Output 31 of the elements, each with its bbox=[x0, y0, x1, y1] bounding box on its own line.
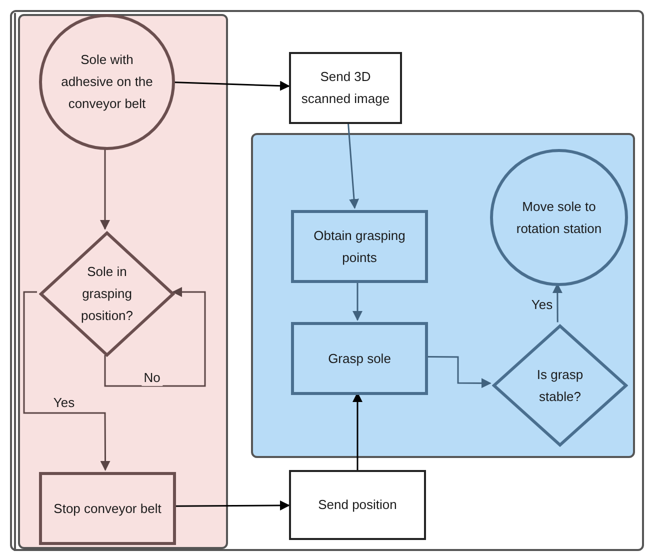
terminal-circle bbox=[39, 14, 175, 150]
node-label: Sole with adhesive on the conveyor belt bbox=[60, 51, 154, 113]
node-label: Sole in grasping position? bbox=[80, 263, 134, 325]
process-box bbox=[39, 472, 176, 545]
process-box bbox=[291, 322, 428, 395]
process-box bbox=[291, 210, 428, 283]
terminal-circle bbox=[490, 149, 628, 286]
node-label: Move sole to rotation station bbox=[515, 198, 603, 238]
node-label: Obtain grasping points bbox=[312, 226, 406, 267]
arrow bbox=[552, 283, 562, 322]
node-label: Send 3D scanned image bbox=[300, 68, 391, 108]
arrow bbox=[348, 124, 359, 209]
swimlane-panel bbox=[18, 14, 228, 549]
node-label: Grasp sole bbox=[328, 350, 391, 368]
swimlane-panel bbox=[251, 133, 635, 458]
arrow bbox=[104, 287, 206, 387]
process-box bbox=[289, 52, 402, 124]
edge-label: No bbox=[142, 370, 162, 386]
arrow bbox=[23, 291, 110, 471]
arrow bbox=[174, 500, 290, 510]
arrow bbox=[172, 80, 290, 91]
node-label: Stop conveyor belt bbox=[54, 500, 162, 518]
node-label: Is grasp stable? bbox=[536, 366, 584, 406]
arrow bbox=[100, 148, 110, 230]
process-box bbox=[289, 470, 426, 540]
decision-diamond bbox=[39, 231, 175, 357]
arrow bbox=[352, 281, 362, 321]
node-label: Send position bbox=[318, 496, 397, 514]
decision-diamond bbox=[492, 324, 628, 447]
arrow bbox=[352, 392, 362, 470]
arrow bbox=[426, 356, 492, 388]
